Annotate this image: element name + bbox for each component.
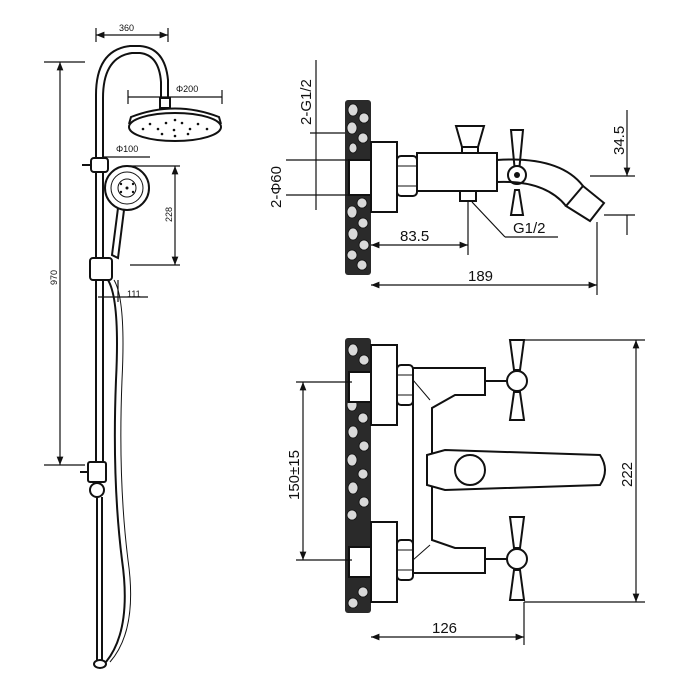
dim-front-depth: 126 bbox=[432, 620, 457, 637]
dim-hand-height: 228 bbox=[164, 207, 174, 222]
dim-shower-width: 360 bbox=[119, 23, 134, 33]
front-valve-body bbox=[412, 367, 486, 574]
cross-handle-bottom bbox=[509, 189, 525, 216]
head-connector bbox=[159, 97, 171, 109]
riser-pipe bbox=[95, 45, 169, 470]
side-handle bbox=[454, 125, 486, 148]
dim-inlet-diameter: 2-Φ60 bbox=[268, 166, 285, 208]
hand-shower bbox=[104, 165, 150, 260]
slider-holder bbox=[89, 257, 113, 281]
front-escutcheon-bottom bbox=[370, 521, 398, 603]
front-nut-top bbox=[396, 364, 414, 406]
dim-offset: 111 bbox=[127, 289, 141, 299]
diverter-valve bbox=[87, 461, 107, 483]
dim-front-height: 222 bbox=[619, 462, 636, 487]
front-handle-bottom bbox=[485, 516, 528, 601]
dim-depth-short: 83.5 bbox=[400, 228, 429, 245]
front-spout bbox=[426, 448, 606, 492]
side-body bbox=[416, 152, 498, 192]
dim-depth-total: 189 bbox=[468, 268, 493, 285]
front-nut-bottom bbox=[396, 539, 414, 581]
rain-shower-head bbox=[128, 107, 222, 142]
upper-clamp bbox=[90, 157, 109, 173]
side-inlet-nut bbox=[348, 159, 372, 196]
shower-set-drawing: 360 Φ200 Φ100 228 970 111 bbox=[44, 23, 223, 669]
dim-spout-height: 34.5 bbox=[611, 126, 628, 155]
front-diverter-knob bbox=[454, 454, 486, 486]
spout bbox=[496, 158, 584, 207]
riser-pipe-inner bbox=[102, 52, 162, 470]
dim-total-height: 970 bbox=[49, 270, 59, 285]
side-view-drawing: 2-G1/2 2-Φ60 34.5 G1/2 83.5 189 bbox=[268, 60, 635, 295]
lower-hose bbox=[96, 497, 103, 660]
front-view-drawing: 150±15 222 126 bbox=[286, 338, 645, 645]
hose bbox=[105, 279, 126, 663]
outlet-thread-label: G1/2 bbox=[513, 220, 546, 237]
dim-inlet-thread: 2-G1/2 bbox=[298, 79, 315, 125]
side-wall-stones bbox=[346, 103, 370, 271]
front-handle-top bbox=[485, 339, 528, 421]
dim-head-diameter: Φ200 bbox=[176, 84, 198, 94]
dim-hand-diameter: Φ100 bbox=[116, 144, 138, 154]
front-inlet-bottom bbox=[348, 546, 372, 578]
side-hex-nut bbox=[396, 155, 418, 197]
side-escutcheon bbox=[370, 141, 398, 213]
side-outlet-port bbox=[459, 190, 477, 202]
spout-tip bbox=[564, 184, 606, 223]
front-wall-stones bbox=[346, 343, 370, 609]
dim-center-distance: 150±15 bbox=[286, 450, 303, 500]
front-escutcheon-top bbox=[370, 344, 398, 426]
front-inlet-top bbox=[348, 371, 372, 403]
